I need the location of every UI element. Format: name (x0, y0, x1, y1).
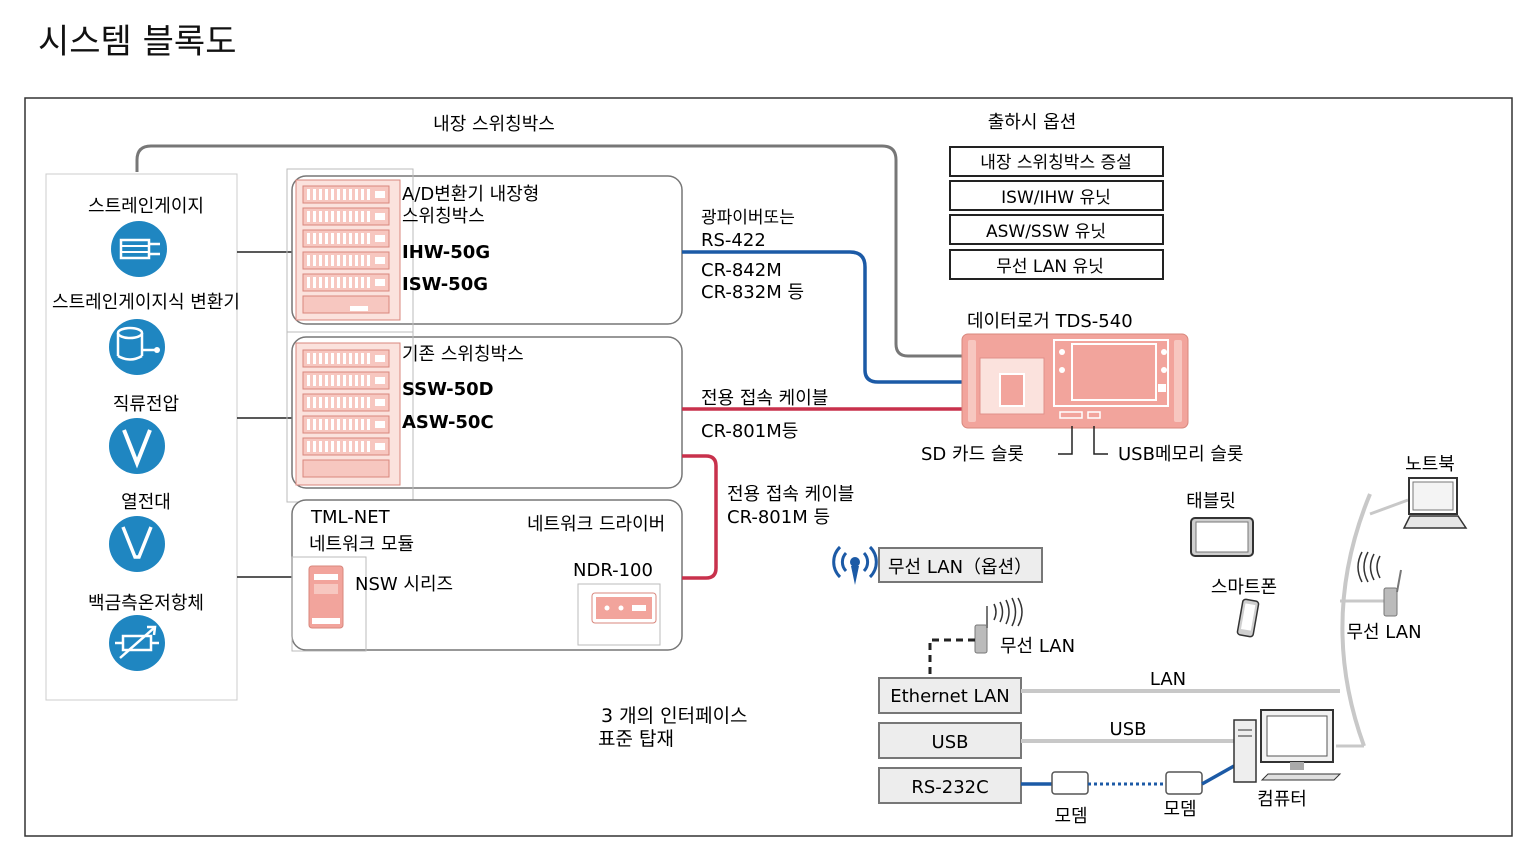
sensor-label-strain-gauge: 스트레인게이지 (88, 196, 204, 217)
existing-rack-image (295, 342, 401, 486)
ethernet-label: Ethernet LAN (890, 686, 1009, 707)
nsw-frame (291, 556, 367, 652)
sensor-label-thermocouple: 열전대 (121, 492, 171, 513)
resistor-icon (109, 615, 165, 671)
wireless-broadcast-icon (832, 545, 878, 585)
notebook-label: 노트북 (1405, 454, 1455, 475)
computer-label: 컴퓨터 (1257, 789, 1307, 810)
option-box-2 (949, 180, 1164, 211)
wireless-option-box (878, 547, 1043, 583)
network-driver-label: 네트워크 드라이버 (527, 514, 665, 535)
data-logger-image (961, 333, 1189, 429)
dedicated-cable-label-2: 전용 접속 케이블 (727, 484, 854, 505)
fiber-or-label: 광파이버또는 (701, 208, 795, 228)
tablet-label: 태블릿 (1186, 491, 1236, 512)
ssw-model-label: SSW-50D (402, 379, 494, 400)
modem-2-label: 모뎀 (1163, 799, 1196, 820)
ad-label-line1: A/D변환기 내장형 (402, 184, 539, 205)
transducer-icon (109, 319, 165, 375)
cr832-label: CR-832M 등 (701, 282, 804, 303)
modem-1-icon (1051, 771, 1089, 795)
option-label-3: ASW/SSW 유닛 (986, 222, 1106, 242)
option-label-4: 무선 LAN 유닛 (996, 257, 1104, 277)
ethernet-port-box (878, 677, 1022, 714)
cr801-label-1: CR-801M등 (701, 421, 798, 442)
sensor-label-dc-voltage: 직류전압 (113, 394, 179, 415)
ad-label-line2: 스위칭박스 (402, 206, 485, 227)
usb-line-label: USB (1110, 719, 1147, 740)
builtin-switchbox-line (135, 144, 962, 358)
sd-slot-label: SD 카드 슬롯 (921, 444, 1024, 465)
option-label-1: 내장 스위칭박스 증설 (980, 153, 1132, 173)
cr801-label-2: CR-801M 등 (727, 507, 830, 528)
notebook-link (1369, 498, 1409, 516)
wireless-module-link (928, 638, 975, 678)
nsw-series-label: NSW 시리즈 (355, 574, 453, 595)
wireless-option-label: 무선 LAN（옵션） (888, 557, 1032, 578)
modem-to-pc-cable (1201, 764, 1235, 786)
modem-2-icon (1165, 771, 1203, 795)
modem-1-label: 모뎀 (1054, 806, 1087, 827)
dedicated-cable-line-2 (682, 454, 718, 580)
option-label-2: ISW/IHW 유닛 (1001, 188, 1111, 208)
usb-port-box (878, 722, 1022, 759)
usb-port-label: USB (932, 732, 969, 753)
option-box-4 (949, 249, 1164, 280)
page-title: 시스템 블록도 (38, 22, 237, 62)
options-heading: 출하시 옵션 (988, 112, 1077, 133)
ndr-model-label: NDR-100 (573, 560, 653, 581)
smartphone-label: 스마트폰 (1211, 577, 1277, 598)
network-module-label: 네트워크 모듈 (309, 534, 414, 555)
isw-model-label: ISW-50G (402, 274, 488, 295)
voltage-icon (109, 418, 165, 474)
cr842-label: CR-842M (701, 260, 782, 281)
smartphone-icon (1236, 598, 1260, 638)
ndr-device-image (591, 592, 657, 624)
access-point-icon (1357, 551, 1402, 617)
builtin-switchbox-label: 내장 스위칭박스 (433, 114, 555, 135)
ndr-frame (577, 583, 661, 646)
desktop-computer-icon (1233, 709, 1342, 783)
asw-model-label: ASW-50C (402, 412, 494, 433)
sd-slot-pointer (1058, 426, 1073, 455)
wireless-backbone-arc (1340, 493, 1372, 747)
rs232c-label: RS-232C (911, 777, 988, 798)
lan-line-label: LAN (1150, 669, 1186, 690)
option-box-1 (949, 146, 1164, 177)
standard-interfaces-line2: 표준 탑재 (598, 728, 674, 750)
ad-rack-image (295, 179, 401, 321)
wireless-lan-label: 무선 LAN (1000, 636, 1075, 657)
logger-label: 데이터로거 TDS-540 (967, 311, 1133, 332)
sensor-label-pt-rtd: 백금측온저항체 (88, 593, 204, 614)
existing-switchbox-label: 기존 스위칭박스 (402, 344, 524, 365)
tmlnet-label: TML-NET (310, 507, 391, 528)
sensor-label-strain-transducer: 스트레인게이지식 변환기 (52, 292, 240, 313)
tablet-icon (1190, 517, 1254, 557)
thermocouple-icon (109, 516, 165, 572)
dedicated-cable-label-1: 전용 접속 케이블 (701, 388, 828, 409)
rs422-label: RS-422 (701, 230, 766, 251)
diagram-frame (24, 97, 1513, 837)
strain-gauge-icon (111, 221, 167, 277)
notebook-icon (1402, 477, 1468, 529)
standard-interfaces-line1: 3 개의 인터페이스 (601, 705, 748, 727)
usb-slot-label: USB메모리 슬롯 (1118, 444, 1243, 465)
option-box-3 (949, 214, 1164, 245)
fiber-rs422-line (682, 250, 962, 384)
wireless-module-icon (974, 597, 1023, 654)
wireless-lan-right-label: 무선 LAN (1346, 622, 1421, 643)
nsw-device-image (308, 565, 344, 629)
ihw-model-label: IHW-50G (402, 242, 490, 263)
usb-slot-pointer (1093, 426, 1108, 455)
